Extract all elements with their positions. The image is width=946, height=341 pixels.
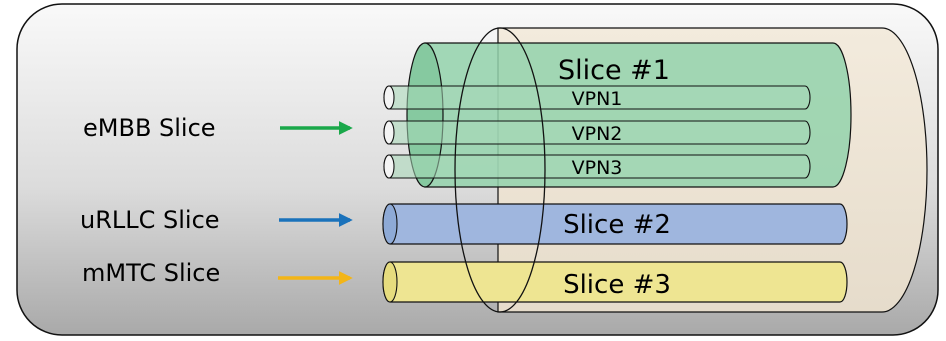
slice-3-pipe [382, 261, 848, 303]
slice-1-label: Slice #1 [558, 55, 670, 86]
outer-pipe-front-ring [454, 27, 546, 313]
vpn1-label: VPN1 [572, 88, 623, 110]
slice-1-pipe [406, 42, 852, 188]
mmtc-slice-label: mMTC Slice [82, 259, 220, 287]
slice-2-pipe [382, 203, 848, 245]
vpn3-tube [383, 154, 811, 179]
urllc-slice-label: uRLLC Slice [80, 206, 220, 234]
slice-3-label: Slice #3 [563, 270, 671, 300]
vpn2-label: VPN2 [572, 123, 623, 145]
vpn2-tube [383, 120, 811, 145]
vpn1-tube [383, 85, 811, 110]
slice-2-label: Slice #2 [563, 210, 671, 240]
vpn3-label: VPN3 [572, 157, 623, 179]
embb-slice-label: eMBB Slice [83, 114, 216, 142]
